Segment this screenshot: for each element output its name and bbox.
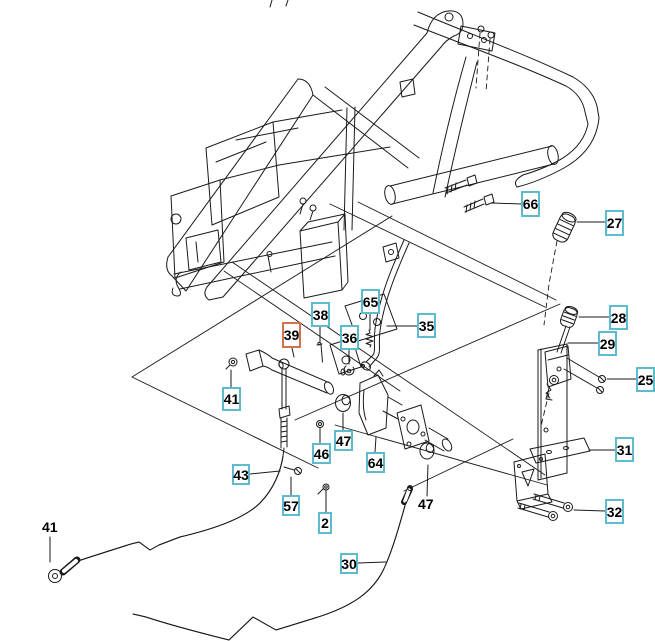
callout-35[interactable]: 35 xyxy=(417,313,436,338)
spring-65 xyxy=(366,330,373,347)
callout-64[interactable]: 64 xyxy=(366,452,385,473)
callout-43[interactable]: 43 xyxy=(232,464,250,485)
part-label-47: 47 xyxy=(418,496,434,512)
mounting-plate xyxy=(538,344,567,480)
control-lever-29 xyxy=(545,326,571,400)
leader-line-43 xyxy=(250,471,280,474)
leader-lines xyxy=(50,203,636,563)
screw-2 xyxy=(318,484,329,494)
leader-line-64 xyxy=(375,437,376,452)
callout-25[interactable]: 25 xyxy=(636,367,655,392)
callout-38[interactable]: 38 xyxy=(311,302,330,327)
callout-46[interactable]: 46 xyxy=(312,443,331,464)
callout-65[interactable]: 65 xyxy=(361,289,380,314)
callout-66[interactable]: 66 xyxy=(521,191,540,217)
screws-25 xyxy=(564,358,606,394)
bolts-66 xyxy=(445,175,494,212)
pin-38 xyxy=(317,342,323,362)
callout-32[interactable]: 32 xyxy=(605,499,624,524)
callout-29[interactable]: 29 xyxy=(598,331,617,356)
washer-46 xyxy=(317,421,324,428)
bushing-47-rear xyxy=(420,443,434,459)
bolts-32 xyxy=(518,494,573,521)
clip-36 xyxy=(341,366,354,375)
callout-39[interactable]: 39 xyxy=(282,322,301,348)
callout-47[interactable]: 47 xyxy=(334,430,353,451)
link-rod-43 xyxy=(279,359,290,456)
alignment-dashed-lines xyxy=(476,33,557,426)
part-label-41: 41 xyxy=(42,519,58,535)
callout-57[interactable]: 57 xyxy=(282,495,300,516)
chassis-frame xyxy=(167,0,599,374)
pedal-shaft-64 xyxy=(359,370,454,453)
callout-41[interactable]: 41 xyxy=(222,387,241,411)
callout-31[interactable]: 31 xyxy=(615,437,634,462)
knob-28 xyxy=(559,305,579,329)
callout-28[interactable]: 28 xyxy=(609,305,628,330)
callout-27[interactable]: 27 xyxy=(605,210,624,236)
bushing-47-front xyxy=(336,395,351,412)
leader-line-39 xyxy=(292,348,294,357)
projection-lines xyxy=(132,202,560,491)
screw-57 xyxy=(284,467,302,475)
pedal-arm-39 xyxy=(246,350,335,396)
callout-2[interactable]: 2 xyxy=(318,512,332,534)
leader-line-32 xyxy=(574,510,605,511)
callout-30[interactable]: 30 xyxy=(340,553,358,574)
knob-27 xyxy=(551,210,578,244)
bracket-31 xyxy=(514,438,590,509)
leader-line-66 xyxy=(492,203,521,204)
brake-rod-35 xyxy=(360,240,409,372)
cable-30 xyxy=(131,486,413,641)
callout-36[interactable]: 36 xyxy=(340,325,359,350)
leader-line-30 xyxy=(358,562,386,563)
leader-line-47 xyxy=(427,465,428,496)
cable-43 xyxy=(49,454,285,583)
screw-41 xyxy=(226,358,237,369)
